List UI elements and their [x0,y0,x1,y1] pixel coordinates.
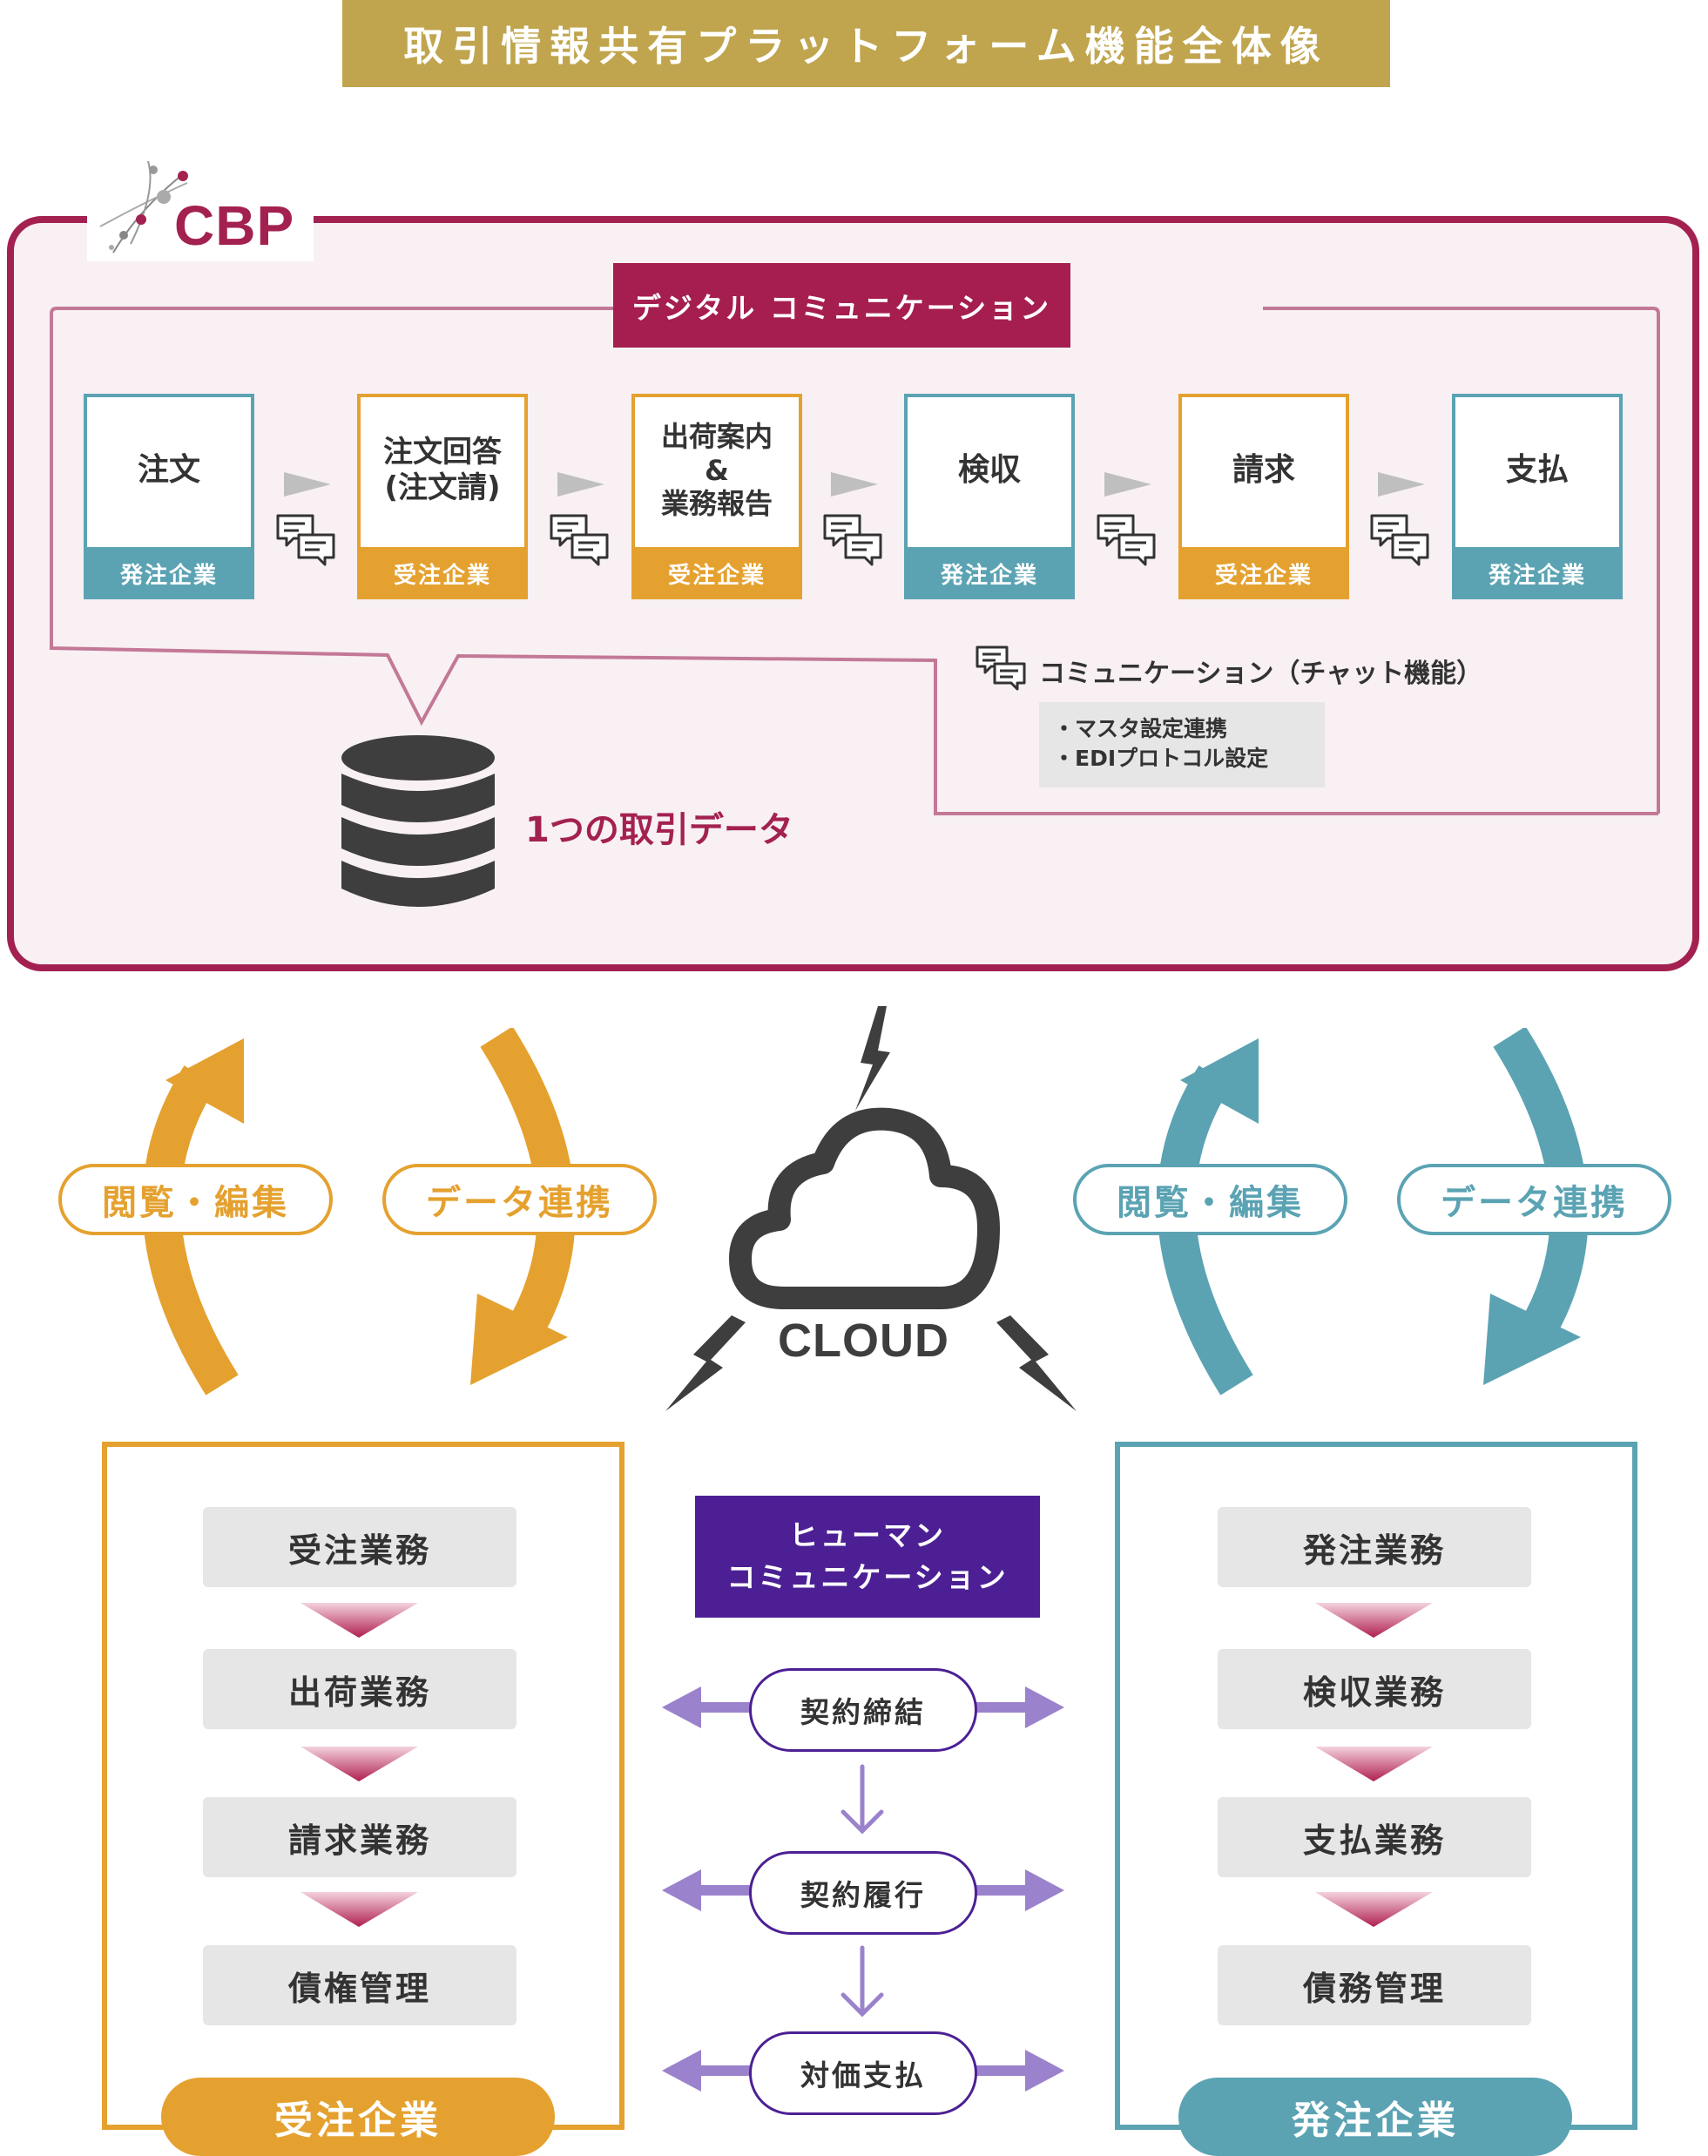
chat-icon [823,514,882,566]
right-arrow-icon [1378,472,1425,497]
left-arrow-icon [662,2050,701,2092]
step-invoice: 請求 受注企業 [1178,394,1349,599]
down-chevron-icon [1315,1603,1433,1638]
chat-icon [1097,514,1156,566]
supplier-task: 債権管理 [203,1945,516,2025]
supplier-task: 出荷業務 [203,1649,516,1729]
data-link-pill: データ連携 [1397,1164,1671,1235]
up-arrow-icon [165,1038,244,1124]
chat-legend-label: コミュニケーション（チャット機能） [1039,659,1483,689]
cloud-icon [665,1006,1077,1411]
buyer-task: 支払業務 [1218,1797,1531,1877]
digital-frame [50,307,1660,815]
step-shipping: 出荷案内 & 業務報告 受注企業 [631,394,802,599]
step-order-reply: 注文回答 (注文請) 受注企業 [357,394,528,599]
task-chevrons [300,1603,1433,1927]
step-title: 検収 [957,452,1021,489]
down-chevron-icon [300,1892,418,1927]
digital-communication-banner: デジタル コミュニケーション [613,263,1070,348]
settings-item: ・EDIプロトコル設定 [1053,746,1269,771]
view-edit-pill: 閲覧・編集 [58,1164,333,1235]
step-role: 発注企業 [904,547,1075,599]
chat-icon [1370,514,1429,566]
database-icon [341,735,495,907]
supplier-task: 受注業務 [203,1507,516,1587]
down-chevron-icon [1315,1747,1433,1781]
step-title: 注文 [137,452,200,489]
chat-icon [550,514,609,566]
buyer-task: 検収業務 [1218,1649,1531,1729]
human-banner-line: ヒューマン [789,1518,946,1552]
cbp-logo-text: CBP [174,194,295,257]
page-title: 取引情報共有プラットフォーム機能全体像 [342,0,1390,87]
right-arrow-icon [284,472,331,497]
human-communication-banner: ヒューマン コミュニケーション [695,1496,1040,1618]
down-chevron-icon [1315,1892,1433,1927]
buyer-company-label: 発注企業 [1178,2078,1572,2156]
buyer-task: 債務管理 [1218,1945,1531,2025]
step-order: 注文 発注企業 [84,394,254,599]
left-arrow-icon [662,1869,701,1911]
step-role: 受注企業 [1178,547,1349,599]
step-payment: 支払 発注企業 [1452,394,1623,599]
human-banner-line: コミュニケーション [726,1560,1009,1594]
process-contract-fulfillment: 契約履行 [749,1851,977,1935]
settings-item: ・マスタ設定連携 [1053,716,1228,741]
up-arrow-icon [1180,1038,1259,1124]
step-title: 支払 [1505,452,1569,489]
lightning-icon [996,1315,1077,1411]
down-chevron-icon [300,1747,418,1781]
right-arrow-icon [557,472,604,497]
chat-legend-icon [976,645,1026,691]
cloud-label: CLOUD [778,1315,949,1367]
step-connectors [276,472,1429,566]
settings-box: ・マスタ設定連携 ・EDIプロトコル設定 [1039,702,1325,787]
down-arrow-icon [1483,1294,1581,1385]
process-contract-conclusion: 契約締結 [749,1668,977,1752]
down-chevron-icon [300,1603,418,1638]
logo-background [87,183,314,261]
supplier-company-label: 受注企業 [161,2078,555,2156]
data-link-pill: データ連携 [382,1164,657,1235]
step-title: 請求 [1232,452,1295,489]
cbp-logo-mark-icon [99,160,188,253]
down-arrow-icon [470,1294,568,1385]
step-role: 受注企業 [357,547,528,599]
transaction-data-label: 1つの取引データ [525,810,793,850]
step-title: 出荷案内 & 業務報告 [660,420,773,521]
process-payment: 対価支払 [749,2031,977,2115]
chat-icon [276,514,335,566]
lightning-icon [665,1315,746,1411]
buyer-task: 発注業務 [1218,1507,1531,1587]
lightning-icon [855,1006,890,1111]
view-edit-pill: 閲覧・編集 [1073,1164,1347,1235]
step-role: 発注企業 [84,547,254,599]
supplier-task: 請求業務 [203,1797,516,1877]
right-arrow-icon [1025,2050,1064,2092]
step-inspection: 検収 発注企業 [904,394,1075,599]
right-arrow-icon [1025,1869,1064,1911]
right-arrow-icon [831,472,878,497]
left-arrow-icon [662,1686,701,1728]
step-role: 受注企業 [631,547,802,599]
step-role: 発注企業 [1452,547,1623,599]
right-arrow-icon [1025,1686,1064,1728]
step-title: 注文回答 (注文請) [383,435,502,505]
right-arrow-icon [1104,472,1151,497]
